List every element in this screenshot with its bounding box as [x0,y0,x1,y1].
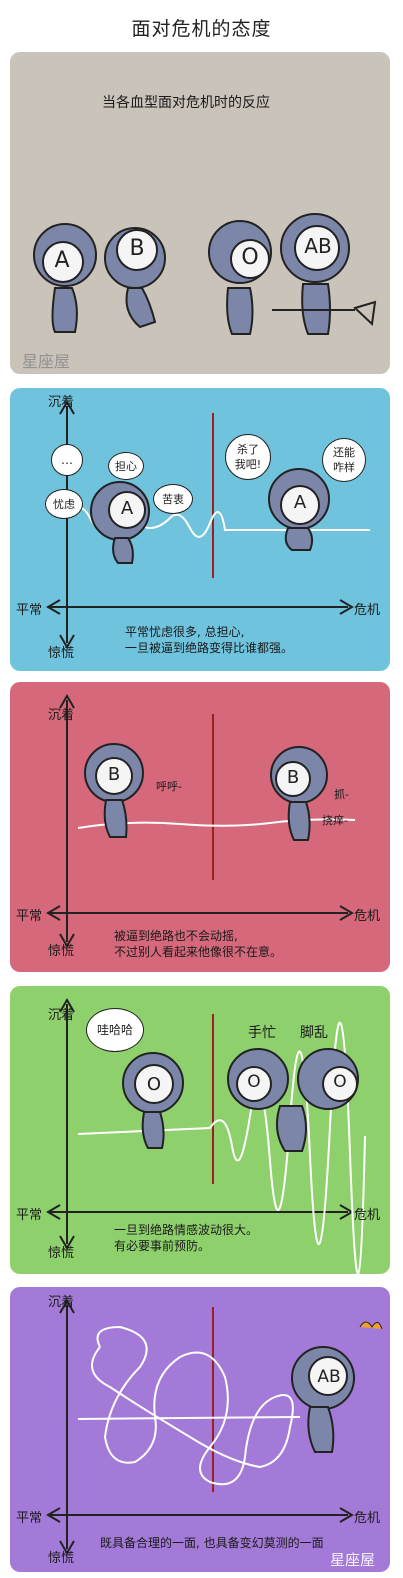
label-feet-busy: 脚乱 [300,1025,328,1041]
axes-a [46,400,370,649]
caption-ab-1: 既具备合理的一面, 也具备变幻莫测的一面 [100,1536,324,1550]
letter-b: B [129,236,145,261]
caption-b-1: 被逼到绝路也不会动摇, [114,929,238,943]
bubble-worry: 担心 [108,452,144,480]
character-o [208,220,272,335]
axis-top: 沉着 [48,1295,75,1310]
axis-top: 沉着 [48,708,75,723]
b-letter-2: B [286,767,300,788]
footer-watermark: 星座屋 [330,1551,376,1569]
intro-panel: 当各血型面对危机时的反应 A B O AB 星座屋 [10,52,390,374]
axes-ab [46,1299,383,1555]
label-huhu: 呼呼- [156,780,182,793]
panel-type-o: O O O 哇哈哈 手忙 脚乱 沉着 平常 危机 惊慌 一旦到绝路情感波动很大。… [10,986,390,1274]
axis-right: 危机 [354,909,381,924]
panel-type-b: B B 呼呼- 抓- 挠痒- 沉着 平常 危机 惊慌 被逼到绝路也不会动摇, 不… [10,682,390,972]
caption-a-1: 平常忧虑很多, 总担心, [125,625,245,639]
caption-o-2: 有必要事前预防。 [114,1239,211,1253]
axes-o [46,998,366,1274]
bubble-dots: … [51,444,83,476]
axis-bottom: 惊慌 [48,1246,75,1261]
axis-bottom: 惊慌 [48,944,75,959]
letter-o: O [241,245,259,270]
axis-left: 平常 [16,909,43,924]
intro-characters [33,213,377,335]
letter-a: A [54,248,70,273]
axis-top: 沉着 [48,395,75,410]
label-hands-busy: 手忙 [248,1025,276,1041]
intro-heading: 当各血型面对危机时的反应 [102,95,270,111]
page-title: 面对危机的态度 [131,18,272,40]
label-grab: 抓- [334,788,349,801]
label-scratch: 挠痒- [322,814,348,827]
caption-o-1: 一旦到绝路情感波动很大。 [114,1223,259,1237]
o-letter-3: O [333,1072,347,1092]
caption-a-2: 一旦被逼到绝路变得比谁都强。 [125,641,294,655]
bubble-what-else: 还能 咋样 [322,438,366,482]
axis-bottom: 惊慌 [48,1551,75,1566]
b-letter-1: B [107,764,121,785]
axis-top: 沉着 [48,1008,75,1023]
axis-left: 平常 [16,603,43,618]
a-letter-2: A [293,492,307,513]
panel-type-a: A A … 担心 忧虑 苦衷 杀了 我吧! 还能 咋样 沉着 平常 危机 惊慌 … [10,388,390,671]
axis-left: 平常 [16,1511,43,1526]
axis-left: 平常 [16,1208,43,1223]
bubble-anxious: 忧虑 [45,489,83,519]
axis-bottom: 惊慌 [48,646,75,661]
letter-ab: AB [304,234,332,258]
axes-b [46,694,356,948]
a-letter-1: A [120,498,134,519]
bubble-wahaha: 哇哈哈 [86,1008,144,1052]
watermark: 星座屋 [22,352,71,371]
character-a [33,223,97,333]
o-letter-1: O [146,1074,162,1095]
axis-right: 危机 [354,603,381,618]
caption-b-2: 不过别人看起来他像很不在意。 [114,945,283,959]
bubble-kill-me: 杀了 我吧! [225,434,271,480]
axis-right: 危机 [354,1208,381,1223]
character-b [104,227,166,329]
o-letter-2: O [247,1072,261,1092]
axis-right: 危机 [354,1511,381,1526]
character-ab [272,213,377,335]
panel-type-ab: AB 沉着 平常 危机 惊慌 既具备合理的一面, 也具备变幻莫测的一面 星座屋 [10,1287,390,1572]
bubble-hardship: 苦衷 [153,484,193,514]
ab-letter: AB [317,1367,341,1387]
